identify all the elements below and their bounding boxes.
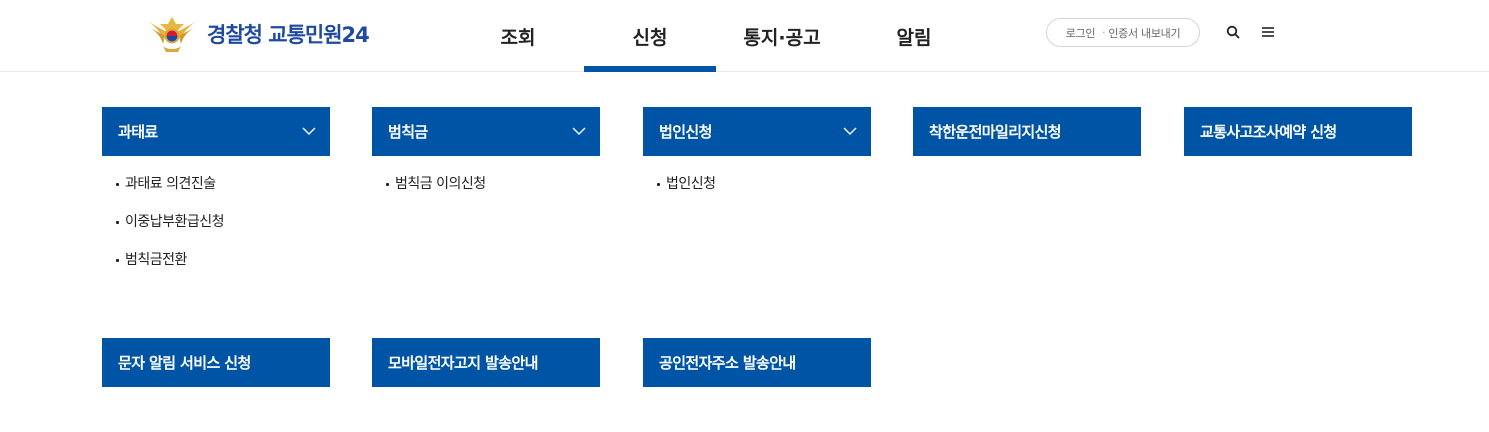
menu-title: 과태료 [118,123,158,141]
submenu-item[interactable]: 범칙금전환 [102,250,330,288]
login-cert-button[interactable]: 로그인 · 인증서 내보내기 [1046,18,1200,47]
nav-item-application[interactable]: 신청 [584,0,716,72]
menu-header-accident[interactable]: 교통사고조사예약 신청 [1184,107,1412,156]
menu-header-penalty[interactable]: 범칙금 [372,107,600,156]
menu-card-corporate: 법인신청 법인신청 [643,107,871,212]
submenu-list: 법인신청 [643,174,871,212]
menu-button[interactable] [1259,22,1277,42]
menu-header-e-address[interactable]: 공인전자주소 발송안내 [643,338,871,387]
menu-title: 법인신청 [659,123,712,141]
search-button[interactable] [1224,22,1242,42]
menu-card-sms: 문자 알림 서비스 신청 [102,338,330,387]
chevron-down-icon [843,127,857,135]
search-icon [1226,25,1240,39]
menu-card-accident: 교통사고조사예약 신청 [1184,107,1412,156]
menu-card-mobile-notice: 모바일전자고지 발송안내 [372,338,600,387]
menu-card-penalty: 범칙금 범칙금 이의신청 [372,107,600,212]
menu-title: 교통사고조사예약 신청 [1200,123,1337,141]
submenu-list: 과태료 의견진술 이중납부환급신청 범칙금전환 [102,174,330,288]
nav-item-notice[interactable]: 통지·공고 [743,26,821,49]
menu-title: 공인전자주소 발송안내 [659,354,796,372]
menu-header-mileage[interactable]: 착한운전마일리지신청 [913,107,1141,156]
site-header: 경찰청 교통민원24 조회 신청 통지·공고 알림 로그인 · 인증서 내보내기 [0,0,1489,72]
menu-card-fine: 과태료 과태료 의견진술 이중납부환급신청 범칙금전환 [102,107,330,288]
submenu-item[interactable]: 과태료 의견진술 [102,174,330,212]
menu-header-mobile-notice[interactable]: 모바일전자고지 발송안내 [372,338,600,387]
menu-title: 문자 알림 서비스 신청 [118,354,251,372]
menu-header-sms[interactable]: 문자 알림 서비스 신청 [102,338,330,387]
chevron-down-icon [302,127,316,135]
menu-card-mileage: 착한운전마일리지신청 [913,107,1141,156]
police-emblem-icon [145,17,199,52]
menu-title: 범칙금 [388,123,428,141]
nav-item-inquiry[interactable]: 조회 [500,26,536,49]
submenu-item[interactable]: 범칙금 이의신청 [372,174,600,212]
menu-header-fine[interactable]: 과태료 [102,107,330,156]
submenu-item[interactable]: 이중납부환급신청 [102,212,330,250]
submenu-list: 범칙금 이의신청 [372,174,600,212]
site-title: 경찰청 교통민원24 [207,23,370,47]
menu-title: 모바일전자고지 발송안내 [388,354,538,372]
chevron-down-icon [572,127,586,135]
util-separator: · [1102,26,1106,39]
menu-header-corporate[interactable]: 법인신청 [643,107,871,156]
menu-card-e-address: 공인전자주소 발송안내 [643,338,871,387]
menu-title: 착한운전마일리지신청 [929,123,1062,141]
site-logo[interactable]: 경찰청 교통민원24 [143,13,370,55]
cert-export-label[interactable]: 인증서 내보내기 [1108,26,1181,40]
login-label[interactable]: 로그인 [1065,26,1096,40]
hamburger-icon [1262,27,1274,37]
main-nav: 조회 신청 통지·공고 알림 [452,0,980,72]
nav-item-alerts[interactable]: 알림 [896,26,932,49]
submenu-item[interactable]: 법인신청 [643,174,871,212]
